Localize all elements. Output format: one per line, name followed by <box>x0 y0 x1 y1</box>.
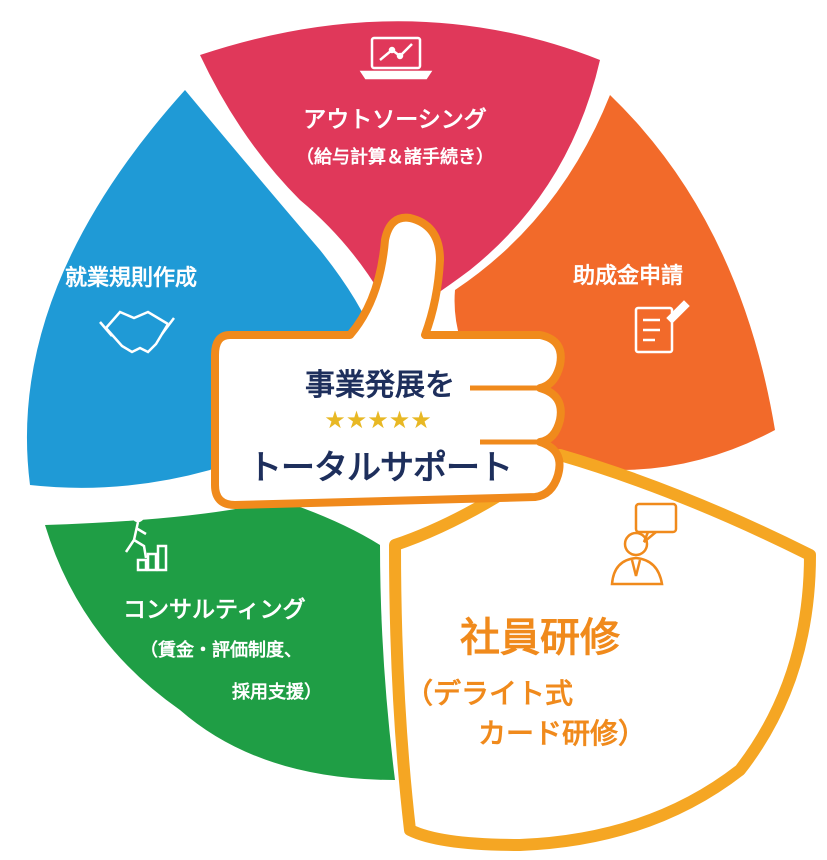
thumbs-up-badge <box>211 213 565 509</box>
person-speech-bubble-icon <box>610 502 678 586</box>
training-subtitle-line1: （デライト式 <box>405 677 574 710</box>
segment-training <box>389 449 816 851</box>
consulting-subtitle-line2: 採用支援） <box>232 682 322 703</box>
outsourcing-subtitle: （給与計算＆諸手続き） <box>296 147 494 168</box>
person-climbing-steps-icon <box>124 509 168 572</box>
consulting-subtitle-line1: （賃金・評価制度、 <box>140 640 302 661</box>
training-subtitle-line2: カード研修） <box>478 717 647 750</box>
document-pen-icon <box>634 300 690 354</box>
consulting-title: コンサルティング <box>123 597 306 623</box>
center-line1: 事業発展を <box>305 368 455 403</box>
rules-title: 就業規則作成 <box>65 266 198 291</box>
center-line2: トータルサポート <box>248 448 513 488</box>
thumbs-up-outline <box>211 213 565 509</box>
training-title: 社員研修 <box>460 615 620 661</box>
laptop-chart-icon <box>359 36 433 80</box>
segment-outsourcing <box>200 21 600 320</box>
subsidy-title: 助成金申請 <box>573 264 684 289</box>
handshake-icon <box>99 310 175 354</box>
rating-stars: ★★★★★ <box>324 406 432 434</box>
outsourcing-title: アウトソーシング <box>303 107 487 133</box>
segment-consulting <box>45 500 395 780</box>
